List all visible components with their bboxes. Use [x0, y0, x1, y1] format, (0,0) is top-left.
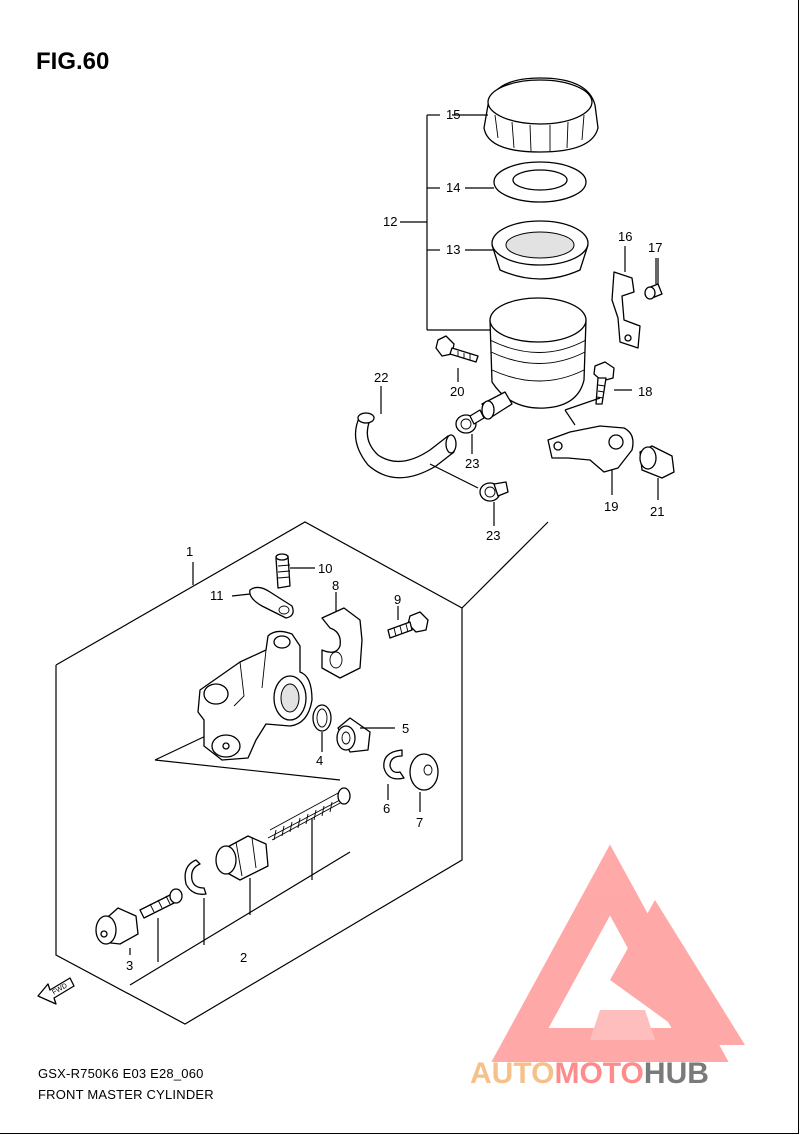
callout-18: 18 — [638, 384, 652, 399]
model-code: GSX-R750K6 E03 E28_060 — [38, 1066, 204, 1081]
master-cylinder-body — [197, 630, 313, 761]
callout-2: 2 — [240, 950, 247, 965]
callout-19: 19 — [604, 499, 618, 514]
callout-14: 14 — [446, 180, 460, 195]
hose-clamp-lower — [479, 481, 509, 526]
hose-connector — [336, 717, 395, 753]
circlip — [383, 749, 405, 800]
callout-1: 1 — [186, 544, 193, 559]
hose-clamp-upper — [455, 409, 485, 454]
callout-13: 13 — [446, 242, 460, 257]
diaphragm — [465, 220, 589, 280]
callout-21: 21 — [650, 504, 664, 519]
reservoir-cap — [452, 77, 599, 153]
callout-23-upper: 23 — [465, 456, 479, 471]
diaphragm-plate — [465, 161, 587, 203]
piston-circlip — [184, 859, 207, 945]
reservoir-bolt-right — [593, 361, 632, 405]
forward-arrow-icon: FWD — [37, 977, 75, 1005]
master-cylinder-holder — [321, 592, 363, 679]
watermark-moto: MOTO — [554, 1057, 643, 1090]
callout-11: 11 — [210, 588, 224, 603]
callout-5: 5 — [402, 721, 409, 736]
push-rod — [139, 888, 183, 962]
reservoir-bracket — [547, 397, 634, 495]
seal-boot — [409, 753, 439, 812]
callout-7: 7 — [416, 815, 423, 830]
callout-15: 15 — [446, 107, 460, 122]
reservoir-callout-bracket — [400, 114, 495, 331]
holder-bolt — [387, 606, 429, 639]
callout-3: 3 — [126, 958, 133, 973]
callout-9: 9 — [394, 592, 401, 607]
reservoir-hose — [354, 386, 479, 489]
reservoir-clip — [611, 246, 641, 349]
diagram-name: FRONT MASTER CYLINDER — [38, 1087, 214, 1102]
callout-labels: 1 2 3 4 5 6 7 8 9 10 11 12 13 14 15 16 1… — [126, 107, 664, 973]
watermark-logo — [491, 844, 745, 1062]
reservoir-tank — [481, 297, 587, 420]
callout-22: 22 — [374, 370, 388, 385]
clip-screw — [644, 258, 663, 300]
callout-16: 16 — [618, 229, 632, 244]
watermark-hub: HUB — [644, 1057, 709, 1090]
leader-lines — [192, 258, 659, 585]
o-ring — [312, 704, 332, 752]
callout-10: 10 — [318, 561, 332, 576]
piston-spring — [267, 787, 351, 880]
callout-17: 17 — [648, 240, 662, 255]
figure-title: FIG.60 — [36, 48, 110, 75]
piston-cup — [215, 835, 269, 915]
callout-8: 8 — [332, 578, 339, 593]
callout-6: 6 — [383, 801, 390, 816]
callout-20: 20 — [450, 384, 464, 399]
callout-23-lower: 23 — [486, 528, 500, 543]
bleeder-valve — [275, 553, 315, 589]
callout-4: 4 — [316, 753, 323, 768]
bleeder-cap — [231, 586, 294, 619]
bracket-collar — [639, 445, 675, 500]
watermark-text: AUTOMOTOHUB — [470, 1057, 709, 1090]
reservoir-bolt-left — [435, 335, 479, 382]
dust-boot — [95, 907, 139, 955]
watermark-auto: AUTO — [470, 1057, 554, 1090]
callout-12: 12 — [383, 214, 397, 229]
